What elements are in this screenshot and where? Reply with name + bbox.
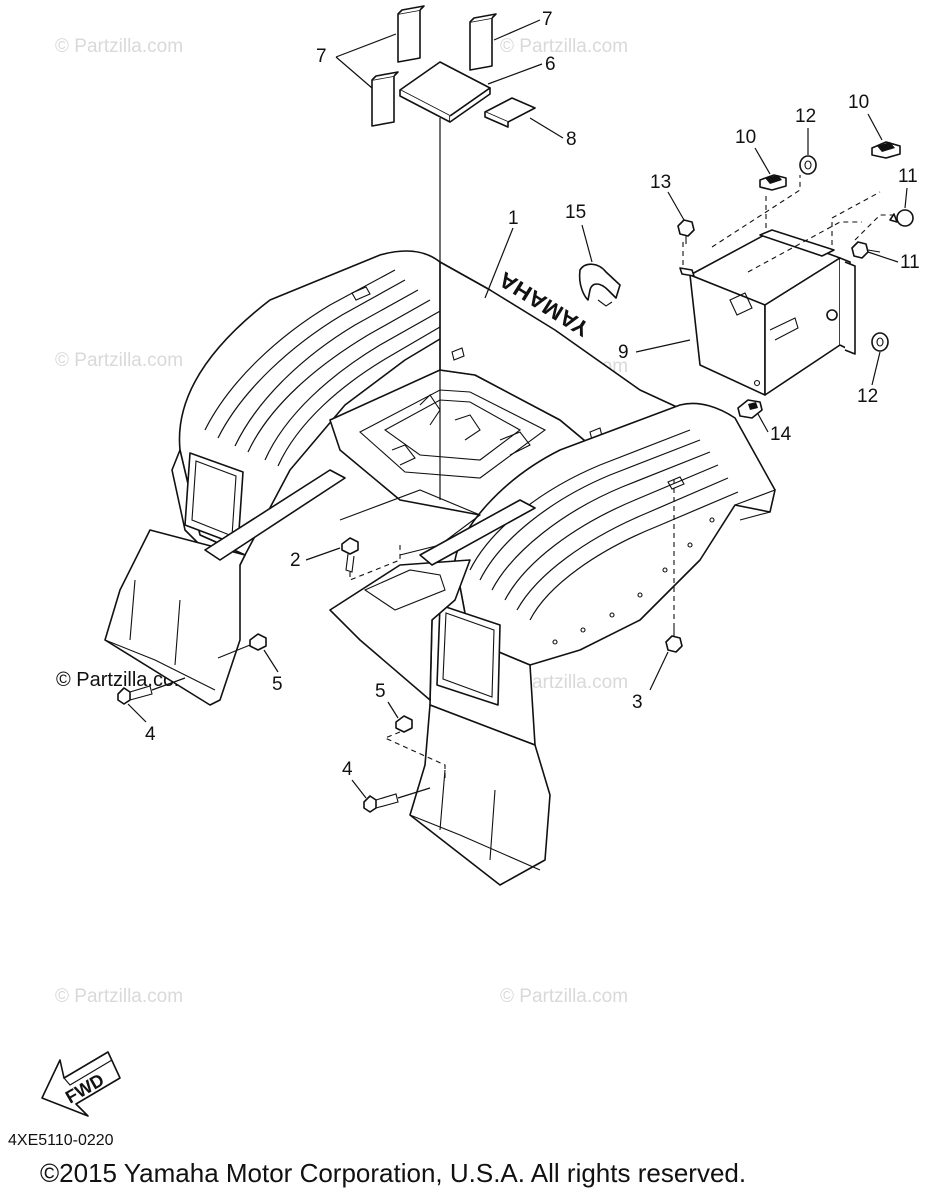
callout-10: 10: [848, 92, 869, 113]
callout-4: 4: [342, 759, 353, 780]
diagram-code: 4XE5110-0220: [8, 1132, 114, 1149]
fwd-arrow-icon: FWD: [41, 1051, 121, 1117]
callout-4: 4: [145, 724, 156, 745]
battery-box: [679, 229, 856, 396]
callout-14: 14: [770, 424, 792, 445]
callout-3: 3: [632, 692, 643, 713]
rear-fender: YAMAHA: [104, 250, 776, 886]
callout-12: 12: [857, 386, 878, 407]
callout-11: 11: [898, 166, 918, 187]
callout-7: 7: [542, 9, 553, 30]
clip-14: [737, 399, 763, 419]
callout-15: 15: [565, 202, 586, 223]
callout-9: 9: [618, 342, 629, 363]
bolt-4-right: [363, 787, 431, 813]
watermark-dark: © Partzilla.com: [56, 669, 191, 691]
callout-12: 12: [795, 106, 816, 127]
callout-2: 2: [290, 550, 301, 571]
bolt-4-left: [117, 677, 186, 705]
callout-13: 13: [650, 172, 671, 193]
callouts: 7 7 6 8 1 15 13 10 12 10 11 11 9: [127, 9, 920, 799]
callout-6: 6: [545, 54, 556, 75]
watermark: © Partzilla.com: [55, 36, 183, 57]
battery-box-dash-lines: [682, 175, 895, 273]
grommet-12-lower: [871, 332, 889, 352]
nut-5-right: [383, 715, 446, 780]
grommet-12-top: [799, 155, 817, 175]
clip-10-right-top: [877, 142, 895, 152]
callout-10: 10: [735, 127, 756, 148]
pads: [371, 5, 536, 128]
clamp-15: [578, 263, 621, 307]
clip-10-left-top: [765, 175, 782, 184]
callout-5: 5: [375, 681, 386, 702]
callout-8: 8: [566, 129, 577, 150]
callout-11: 11: [900, 252, 920, 273]
watermark: © Partzilla.com: [55, 350, 183, 371]
rivet-13: [677, 219, 695, 244]
watermark: © Partzilla.com: [500, 36, 628, 57]
callout-5: 5: [272, 674, 283, 695]
callout-1: 1: [508, 208, 519, 229]
bolt-11-lower: [851, 241, 881, 259]
watermark: © Partzilla.com: [55, 986, 183, 1007]
bolt-11-upper: [889, 209, 914, 227]
copyright-notice: ©2015 Yamaha Motor Corporation, U.S.A. A…: [40, 1158, 747, 1188]
callout-7: 7: [316, 46, 327, 67]
nut-5-left: [217, 633, 267, 659]
bolt-3: [665, 478, 683, 653]
watermark: © Partzilla.com: [500, 986, 628, 1007]
bolt-2: [341, 537, 401, 581]
